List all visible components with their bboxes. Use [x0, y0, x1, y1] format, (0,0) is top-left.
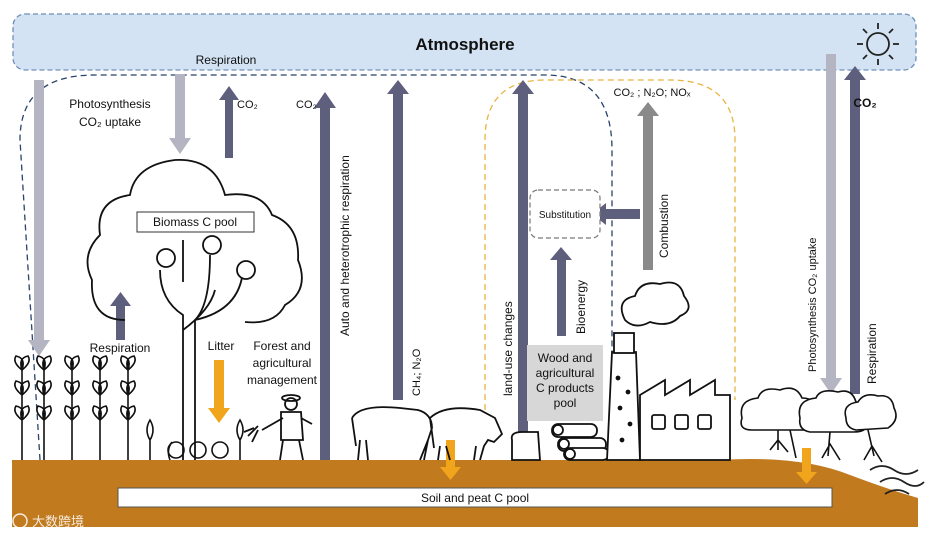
wood-line-4: pool: [554, 396, 577, 410]
forest-label-line1: Forest and: [253, 339, 310, 353]
watermark-text: 大数跨境: [32, 515, 84, 530]
farmer-illustration: [243, 394, 313, 461]
mangrove-illustration: [740, 387, 897, 463]
combustion-label: Combustion: [657, 194, 671, 258]
co2-label-a: CO₂: [237, 99, 258, 111]
arrows-light: [28, 54, 842, 394]
land-use-arrow: [512, 80, 534, 434]
bioenergy-label: Bioenergy: [574, 280, 588, 334]
litter-arrow: [208, 360, 230, 423]
co2-right-label: CO₂: [853, 96, 876, 110]
co2-label-b: CO₂: [296, 99, 317, 111]
photosynthesis-right-label: Photosynthesis CO₂ uptake: [807, 237, 819, 372]
respiration-up-arrow: [110, 292, 131, 340]
forest-label-line2: agricultural: [253, 356, 312, 370]
respiration-down-arrow: [169, 74, 191, 154]
substitution-arrow: [592, 203, 640, 225]
tree-illustration: [86, 159, 303, 460]
wood-line-3: C products: [536, 381, 594, 395]
substitution-label: Substitution: [539, 210, 591, 221]
photosynthesis-uptake-arrow: [28, 80, 50, 356]
wood-line-2: agricultural: [536, 366, 595, 380]
land-boundary-dashed: [19, 74, 613, 461]
cow-soil-arrow: [440, 440, 461, 480]
watermark-logo: 大数跨境: [12, 513, 84, 530]
arrows-dark: [110, 66, 866, 460]
ch4-n2o-label: CH₄; N₂O: [411, 348, 423, 396]
atmosphere-title: Atmosphere: [415, 35, 514, 54]
factory-illustration: [606, 281, 731, 461]
respiration-right-label: Respiration: [865, 323, 879, 384]
atmosphere-band: Atmosphere: [12, 13, 917, 71]
biomass-pool-box: [136, 211, 255, 233]
crop-illustration: [14, 355, 244, 461]
land-use-label: land-use changes: [501, 301, 515, 396]
soil-layer: Soil and peat C pool: [12, 459, 918, 527]
co2-up-arrow-left: [219, 86, 239, 158]
litter-label: Litter: [208, 339, 235, 353]
soil-pool-label: Soil and peat C pool: [421, 491, 529, 505]
mangrove-soil-arrow: [796, 448, 817, 484]
substitution-box: [529, 189, 601, 239]
arrows-orange: [208, 360, 817, 484]
respiration-top-label: Respiration: [196, 53, 257, 67]
sun-icon: [857, 23, 899, 65]
wood-products-pool: Wood and agricultural C products pool: [527, 345, 603, 421]
photosynthesis-right-arrow: [820, 54, 842, 394]
wood-line-1: Wood and: [538, 351, 593, 365]
photosynthesis-label-line1: Photosynthesis: [69, 97, 150, 111]
forest-label-line3: management: [247, 373, 318, 387]
photosynthesis-label-line2: CO₂ uptake: [79, 115, 141, 129]
ch4-n2o-arrow: [387, 80, 409, 400]
emissions-label: CO₂ ; N₂O; NOₓ: [614, 87, 691, 99]
combustion-arrow: [637, 102, 659, 270]
respiration-low-label: Respiration: [90, 341, 151, 355]
auto-hetero-arrow: [314, 92, 336, 460]
bioenergy-arrow: [550, 247, 572, 336]
water-waves: [869, 465, 925, 495]
cows-illustration: [351, 406, 504, 461]
respiration-right-arrow: [844, 66, 866, 394]
auto-hetero-label: Auto and heterotrophic respiration: [338, 155, 352, 336]
biomass-pool-label: Biomass C pool: [153, 215, 237, 229]
